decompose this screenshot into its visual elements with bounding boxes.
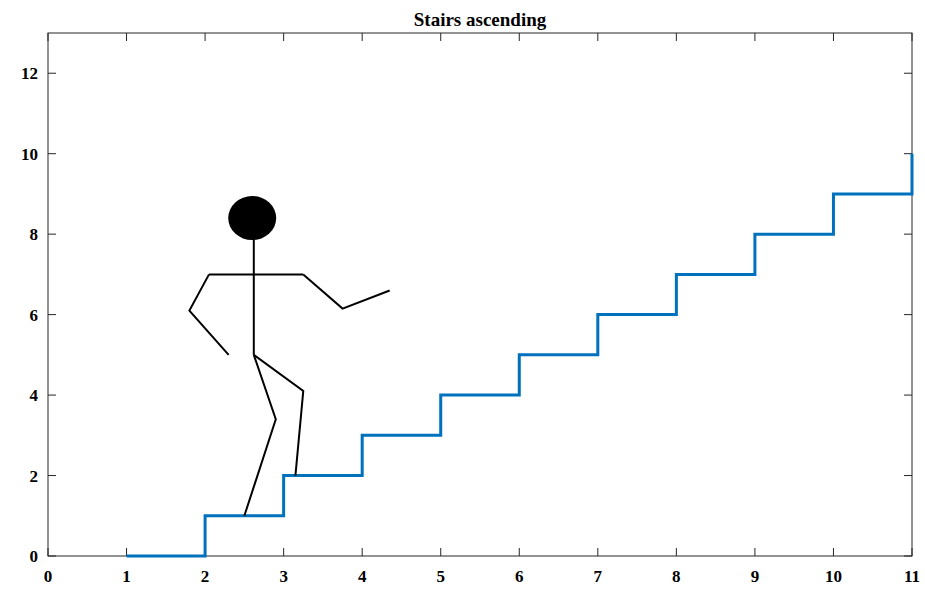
y-tick-label: 12 — [21, 65, 38, 82]
y-tick-label: 2 — [30, 467, 39, 484]
limb-line — [303, 274, 389, 308]
stairs-line — [127, 154, 912, 556]
x-tick-label: 2 — [201, 568, 210, 585]
head-circle — [228, 196, 276, 240]
limb-line — [189, 274, 228, 354]
x-tick-label: 6 — [515, 568, 524, 585]
x-tick-label: 4 — [358, 568, 367, 585]
y-tick-label: 8 — [30, 226, 39, 243]
y-tick-label: 10 — [21, 145, 38, 162]
x-tick-label: 7 — [594, 568, 603, 585]
x-tick-label: 0 — [44, 568, 53, 585]
limb-line — [253, 238, 255, 355]
x-tick-label: 1 — [122, 568, 131, 585]
x-tick-label: 3 — [279, 568, 288, 585]
x-tick-label: 11 — [904, 568, 920, 585]
stick-figure — [189, 196, 389, 516]
chart-title: Stairs ascending — [414, 10, 547, 29]
y-tick-label: 6 — [30, 306, 39, 323]
x-tick-label: 10 — [825, 568, 842, 585]
y-tick-label: 4 — [30, 387, 39, 404]
x-tick-label: 5 — [436, 568, 445, 585]
y-tick-label: 0 — [30, 548, 39, 565]
limb-line — [209, 273, 303, 275]
limb-line — [244, 355, 275, 516]
limb-line — [254, 355, 303, 476]
x-tick-label: 8 — [672, 568, 681, 585]
x-tick-label: 9 — [751, 568, 760, 585]
tick-marks — [48, 33, 912, 556]
axes-box — [48, 33, 912, 556]
